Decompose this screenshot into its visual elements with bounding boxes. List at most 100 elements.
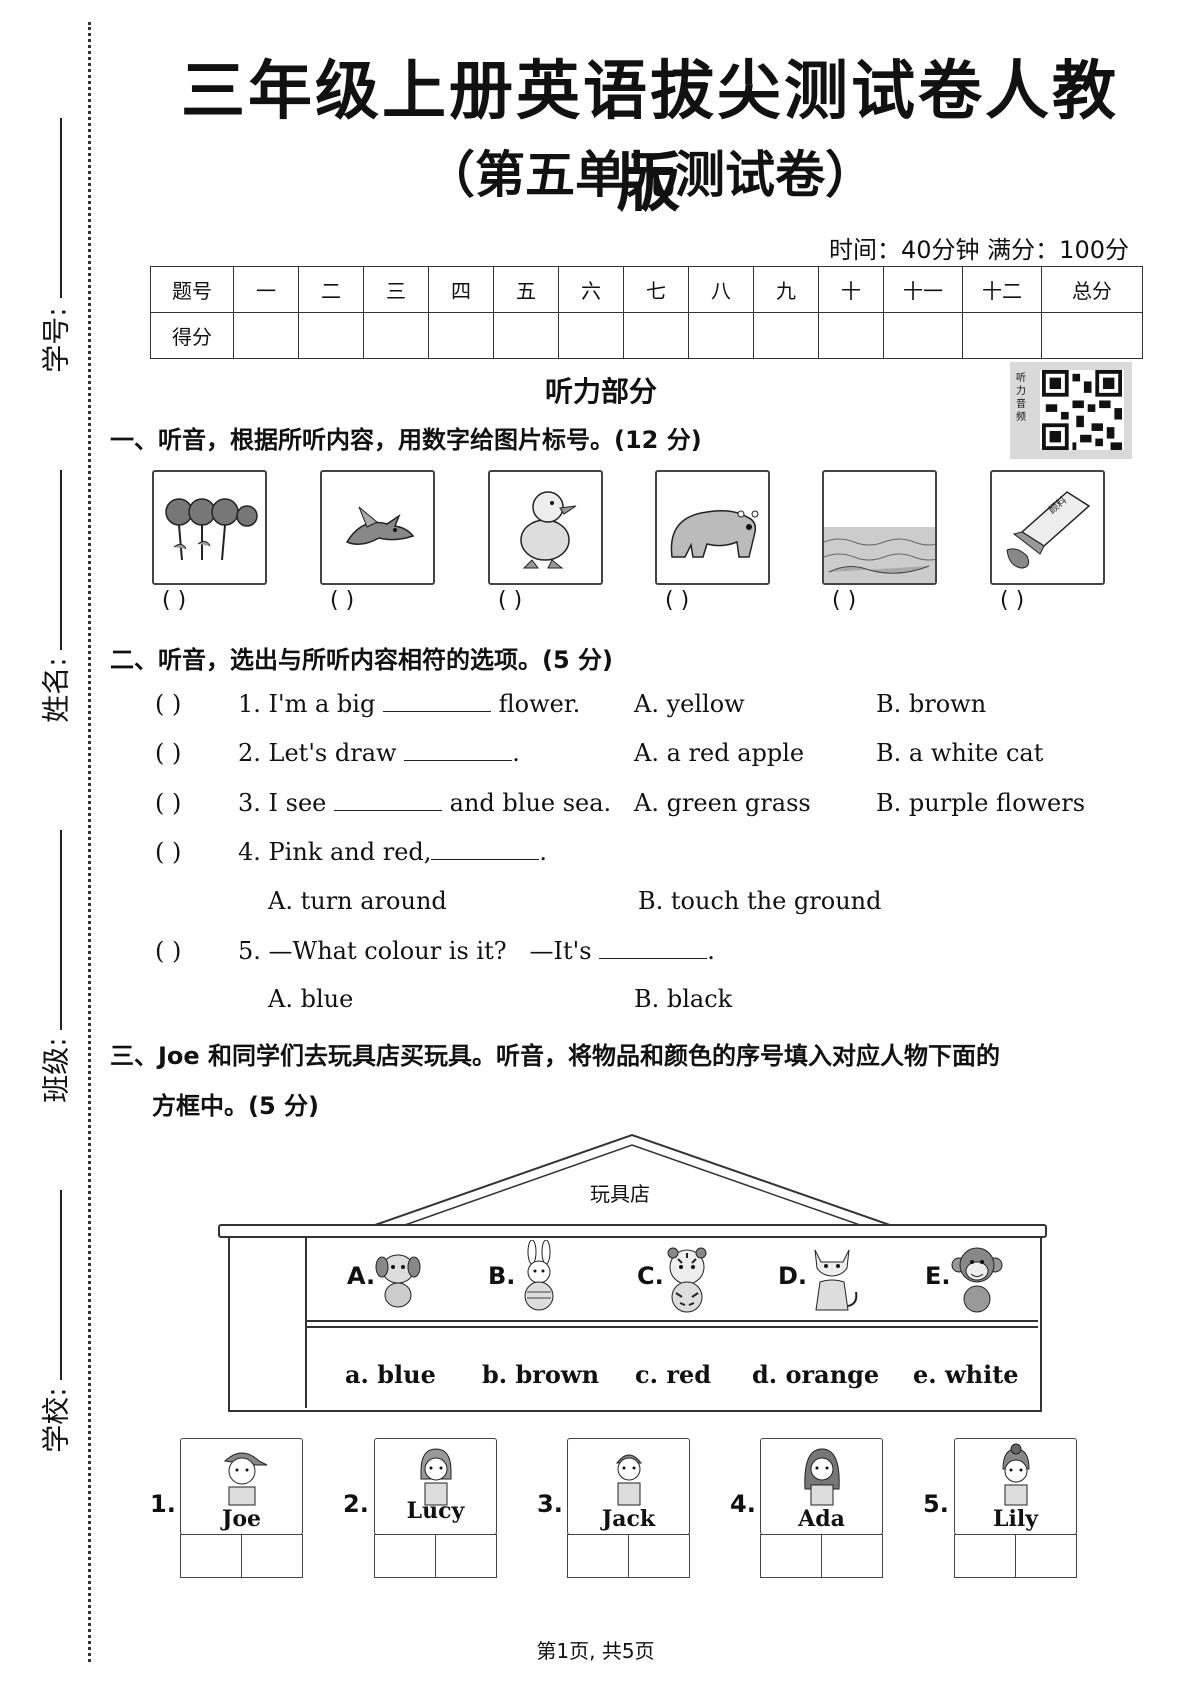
qr-code-panel[interactable]: 听力音频 xyxy=(1010,362,1132,459)
color-label-a: a. blue xyxy=(345,1360,436,1389)
score-table-header-row: 题号 一 二 三 四 五 六 七 八 九 十 十一 十二 总分 xyxy=(150,266,1143,313)
q5-blank[interactable] xyxy=(599,938,708,959)
q1-option-a: A. yellow xyxy=(634,690,745,718)
table-cell: 十 xyxy=(818,266,884,313)
kid-number: 2. xyxy=(343,1490,369,1518)
q1-stem: 1. I'm a big flower. xyxy=(238,690,580,718)
answer-box[interactable] xyxy=(242,1535,302,1577)
q5-paren[interactable]: ( ) xyxy=(155,937,182,965)
answer-box[interactable] xyxy=(955,1535,1016,1577)
toy-label-d: D. xyxy=(778,1262,808,1290)
roses-icon xyxy=(165,498,258,561)
answer-box[interactable] xyxy=(568,1535,629,1577)
tiger-toy-icon xyxy=(667,1247,707,1313)
girl-icon xyxy=(420,1448,452,1506)
toy-label-b: B. xyxy=(488,1262,516,1290)
score-cell[interactable] xyxy=(962,312,1042,359)
boy-icon xyxy=(615,1454,643,1506)
color-label-d: d. orange xyxy=(752,1360,880,1389)
page-title: 三年级上册英语拔尖测试卷人教版 xyxy=(181,55,1119,221)
table-cell: 九 xyxy=(753,266,819,313)
score-cell[interactable] xyxy=(688,312,754,359)
page-subtitle: （第五单元测试卷） xyxy=(425,146,875,204)
kid-answer-boxes xyxy=(954,1534,1077,1578)
toy-label-c: C. xyxy=(637,1262,664,1290)
score-cell[interactable] xyxy=(623,312,689,359)
q3-option-b: B. purple flowers xyxy=(876,789,1086,817)
answer-paren[interactable]: ( ) xyxy=(832,588,857,613)
table-cell: 六 xyxy=(558,266,624,313)
qr-caption: 听力音频 xyxy=(1016,373,1026,423)
roses-picture xyxy=(152,470,267,585)
q1-post: flower. xyxy=(498,690,581,718)
q2-paren[interactable]: ( ) xyxy=(155,739,182,767)
kid-card-ada: Ada xyxy=(760,1438,883,1578)
q2-option-a: A. a red apple xyxy=(634,739,805,767)
answer-box[interactable] xyxy=(761,1535,822,1577)
store-divider xyxy=(305,1236,307,1408)
answer-paren[interactable]: ( ) xyxy=(162,588,187,613)
kid-name: Jack xyxy=(601,1506,656,1532)
color-label-e: e. white xyxy=(913,1360,1019,1389)
toy-label-e: E. xyxy=(925,1262,951,1290)
answer-box[interactable] xyxy=(822,1535,882,1577)
name-label: 姓名: xyxy=(39,657,73,723)
kid-answer-boxes xyxy=(567,1534,690,1578)
rabbit-toy-icon xyxy=(524,1240,554,1311)
score-cell[interactable] xyxy=(883,312,963,359)
answer-paren[interactable]: ( ) xyxy=(665,588,690,613)
student-id-label: 学号: xyxy=(39,307,73,373)
answer-box[interactable] xyxy=(375,1535,436,1577)
duck-picture xyxy=(488,470,603,585)
answer-paren[interactable]: ( ) xyxy=(1000,588,1025,613)
store-body xyxy=(228,1236,1042,1412)
table-cell: 十二 xyxy=(962,266,1042,313)
q1-blank[interactable] xyxy=(382,691,491,712)
duck-icon xyxy=(520,491,577,569)
q4-paren[interactable]: ( ) xyxy=(155,838,182,866)
answer-box[interactable] xyxy=(1016,1535,1076,1577)
score-cell[interactable] xyxy=(363,312,429,359)
color-label-b: b. brown xyxy=(482,1360,600,1389)
score-cell[interactable] xyxy=(558,312,624,359)
school-label: 学校: xyxy=(39,1387,73,1453)
section1-title: 一、听音，根据所听内容，用数字给图片标号。(12 分) xyxy=(110,426,702,454)
binding-dashed-line xyxy=(88,22,91,1662)
answer-box[interactable] xyxy=(629,1535,689,1577)
answer-paren[interactable]: ( ) xyxy=(498,588,523,613)
bear-icon xyxy=(670,510,759,558)
kid-number: 1. xyxy=(150,1490,176,1518)
answer-box[interactable] xyxy=(436,1535,496,1577)
score-table: 题号 一 二 三 四 五 六 七 八 九 十 十一 十二 总分 得分 xyxy=(150,266,1143,359)
kid-name: Joe xyxy=(221,1506,262,1532)
q3-post: and blue sea. xyxy=(449,789,612,817)
kid-answer-boxes xyxy=(180,1534,303,1578)
kid-answer-boxes xyxy=(760,1534,883,1578)
sea-icon xyxy=(823,527,945,583)
q1-paren[interactable]: ( ) xyxy=(155,690,182,718)
score-cell[interactable] xyxy=(298,312,364,359)
table-cell: 一 xyxy=(233,266,299,313)
cat-toy-icon xyxy=(814,1249,858,1311)
kid-name: Ada xyxy=(798,1506,845,1532)
dog-toy-icon xyxy=(375,1254,421,1308)
answer-box[interactable] xyxy=(181,1535,242,1577)
score-cell[interactable] xyxy=(753,312,819,359)
q3-blank[interactable] xyxy=(334,790,442,811)
answer-paren[interactable]: ( ) xyxy=(330,588,355,613)
score-cell[interactable] xyxy=(428,312,494,359)
score-cell[interactable] xyxy=(818,312,884,359)
score-cell[interactable] xyxy=(233,312,299,359)
q4-blank[interactable] xyxy=(431,839,540,860)
store-name: 玩具店 xyxy=(590,1182,650,1206)
score-cell[interactable] xyxy=(1041,312,1143,359)
q1-pre: 1. I'm a big xyxy=(238,690,376,718)
table-cell: 三 xyxy=(363,266,429,313)
q4-stem: 4. Pink and red,. xyxy=(238,838,547,866)
q3-paren[interactable]: ( ) xyxy=(155,789,182,817)
table-cell: 得分 xyxy=(150,312,234,359)
q2-blank[interactable] xyxy=(404,740,513,761)
sea-picture xyxy=(822,470,945,585)
q3-option-a: A. green grass xyxy=(634,789,811,817)
score-cell[interactable] xyxy=(493,312,559,359)
